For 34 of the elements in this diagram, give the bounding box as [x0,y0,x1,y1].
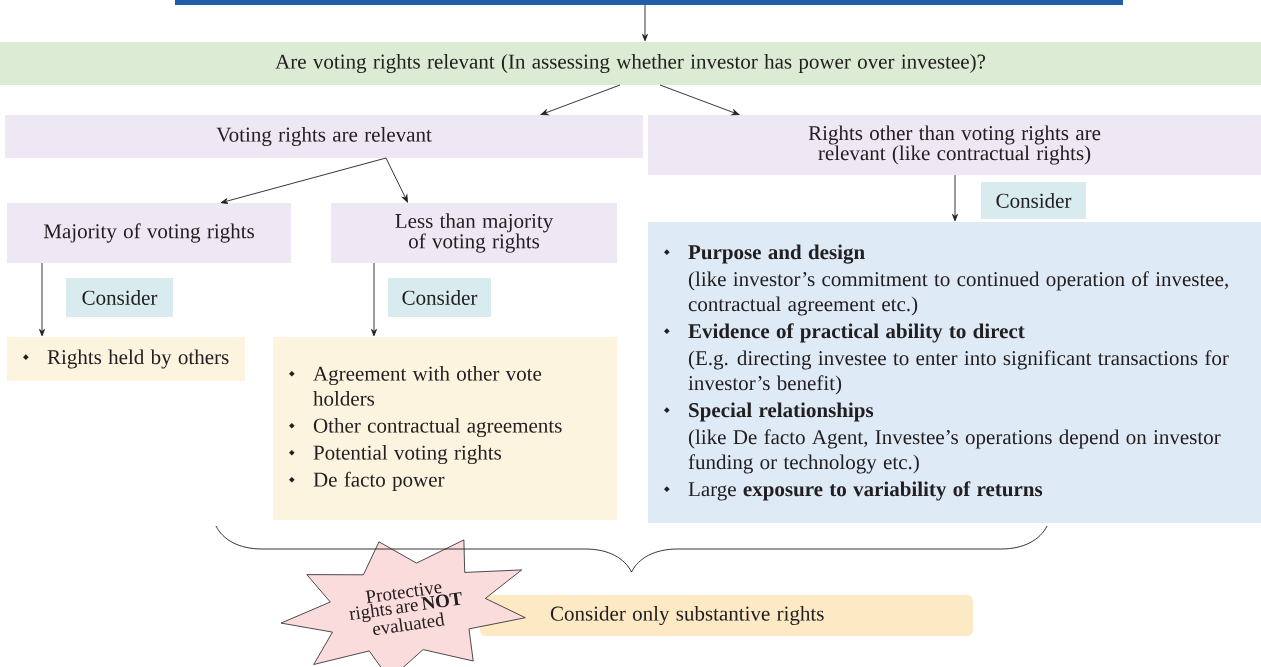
process-box: Rights other than voting rights are relevant (like contractual rights) [648,115,1261,175]
list-item: Agreement with other vote holders [289,366,542,406]
starburst: Protective rights are NOT evaluated [280,539,526,667]
arrow [39,262,45,337]
arrow [220,157,387,204]
note-box: Consider only substantive rights [480,595,973,636]
item-description: (E.g. directing investee to enter into significant transactions for investor’s benefit) [688,350,1229,395]
item-description: (like De facto Agent, Investee’s operations depend on investor funding or technology etc.) [688,429,1221,474]
consider-tag: Consider [981,182,1086,219]
process-box: Majority of voting rights [7,203,291,263]
arrow [371,262,377,337]
process-box: Voting rights are relevant [5,115,643,158]
question-box: Are voting rights relevant (In assessing whether investor has power over investee)? [0,42,1261,85]
list-item: De facto power [289,471,445,492]
consider-tag: Consider [388,278,491,317]
top-bar [175,0,1123,5]
list-box [273,337,617,520]
consider-tag: Consider [66,278,173,317]
list-box [648,222,1261,523]
arrow [642,4,648,42]
list-item: Other contractual agreements [289,418,562,438]
list-box [7,337,245,381]
list-item: Evidence of practical ability to direct [664,323,1025,343]
arrow [952,174,958,222]
arrow [540,84,621,116]
list-item: Potential voting rights [289,445,502,465]
list-item: Purpose and design [664,244,865,264]
item-description: (like investor’s commitment to continued operation of investee, contractual agreement etc.) [688,271,1228,316]
process-box: Less than majority of voting rights [331,203,617,263]
list-item: Large exposure to variability of returns [664,481,1043,501]
list-item: Rights held by others [23,349,229,369]
list-item: Special relationships [664,402,874,422]
arrow [385,157,408,203]
arrow [659,84,740,116]
